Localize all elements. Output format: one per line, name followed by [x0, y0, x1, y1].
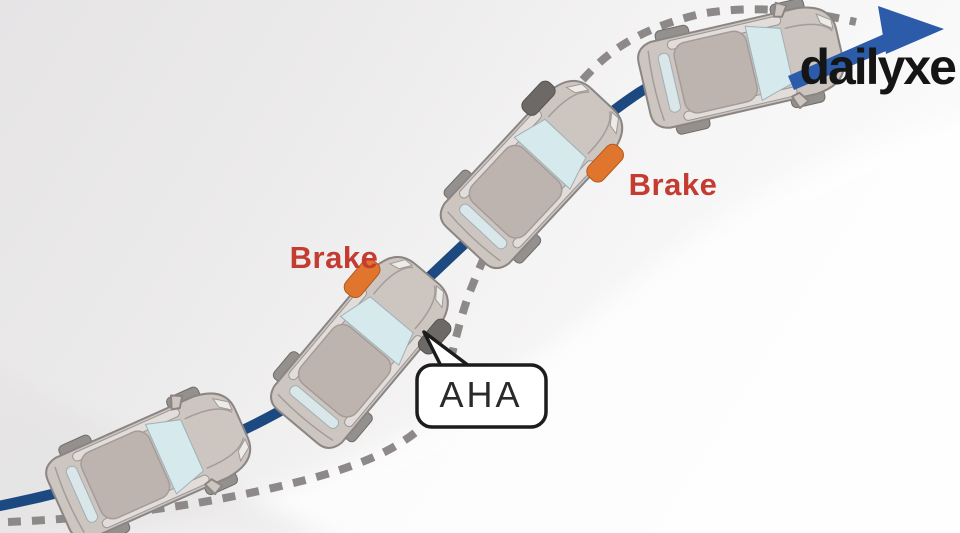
aha-callout: AHA — [415, 330, 548, 429]
logo-text: dailyxe — [799, 39, 956, 95]
aha-callout-box — [415, 363, 548, 429]
dark-wheel-front-left — [521, 80, 556, 116]
brake-label-1: Brake — [290, 240, 379, 275]
aha-callout-text: AHA — [439, 374, 522, 415]
aha-target-wheel-front-right — [417, 318, 452, 355]
brake-label-2: Brake — [629, 167, 718, 202]
braked-wheel-highlight-front-left — [343, 258, 381, 299]
car-mid-turn-1 — [255, 237, 469, 463]
dashed-trajectory-line — [7, 5, 857, 526]
car-mid-turn-2 — [425, 61, 643, 283]
background-swoosh-white — [125, 116, 960, 533]
braked-wheel-highlight-front-right — [586, 143, 624, 183]
watermark-logo: dailyxe — [788, 6, 958, 95]
logo-arrow-shaft — [788, 28, 905, 90]
logo-arrow-head-icon — [878, 6, 944, 54]
